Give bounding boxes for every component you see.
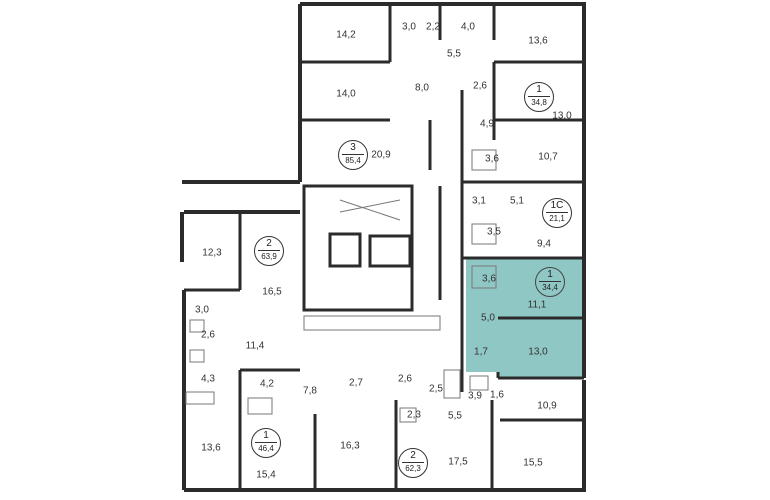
room-area: 3,0 — [195, 304, 209, 316]
room-area: 5,5 — [448, 410, 462, 422]
apartment-badge[interactable]: 1 34,8 — [524, 82, 554, 112]
room-area: 4,0 — [461, 21, 475, 33]
room-area: 13,6 — [201, 442, 221, 454]
room-area: 10,9 — [537, 400, 557, 412]
room-area: 11,1 — [527, 299, 547, 311]
room-area: 15,4 — [256, 469, 276, 481]
room-area: 15,5 — [523, 457, 543, 469]
room-area: 4,9 — [480, 118, 494, 130]
room-area: 3,9 — [468, 390, 482, 402]
room-area: 13,0 — [552, 110, 572, 122]
thin-lines — [185, 149, 497, 423]
apartment-badge[interactable]: 1С 21,1 — [542, 198, 572, 228]
apartment-badge[interactable]: 2 63,9 — [254, 236, 284, 266]
room-area: 20,9 — [371, 149, 391, 161]
inner-walls — [184, 4, 584, 490]
room-area: 1,6 — [490, 389, 504, 401]
room-area: 2,3 — [407, 409, 421, 421]
room-area: 2,2 — [426, 21, 440, 33]
room-area: 3,6 — [485, 153, 499, 165]
room-area: 9,4 — [537, 238, 551, 250]
windows — [198, 2, 560, 491]
room-area: 16,3 — [340, 440, 360, 452]
room-area: 14,2 — [336, 29, 356, 41]
room-area: 5,0 — [481, 312, 495, 324]
room-area: 2,6 — [201, 329, 215, 341]
room-area: 8,0 — [415, 82, 429, 94]
room-area: 3,5 — [487, 226, 501, 238]
room-area: 7,8 — [303, 385, 317, 397]
room-area: 2,5 — [429, 383, 443, 395]
room-area: 5,5 — [447, 48, 461, 60]
room-area: 2,6 — [473, 80, 487, 92]
apartment-badge[interactable]: 2 62,3 — [398, 448, 428, 478]
room-area: 11,4 — [245, 340, 265, 352]
room-area: 3,0 — [402, 21, 416, 33]
room-area: 5,1 — [510, 195, 524, 207]
apartment-badge[interactable]: 1 46,4 — [251, 428, 281, 458]
room-area: 3,6 — [482, 273, 496, 285]
apartment-badge[interactable]: 3 85,4 — [338, 140, 368, 170]
room-area: 2,7 — [349, 377, 363, 389]
room-area: 13,0 — [528, 346, 548, 358]
room-area: 1,7 — [474, 346, 488, 358]
apartment-badge-selected[interactable]: 1 34,4 — [535, 267, 565, 297]
room-area: 10,7 — [538, 151, 558, 163]
room-area: 17,5 — [448, 456, 468, 468]
room-area: 4,3 — [201, 373, 215, 385]
room-area: 2,6 — [398, 373, 412, 385]
room-area: 13,6 — [528, 35, 548, 47]
room-area: 16,5 — [262, 286, 282, 298]
room-area: 14,0 — [336, 88, 356, 100]
room-area: 3,1 — [472, 195, 486, 207]
room-area: 12,3 — [202, 247, 222, 259]
outer-walls — [180, 2, 586, 492]
room-area: 4,2 — [260, 378, 274, 390]
